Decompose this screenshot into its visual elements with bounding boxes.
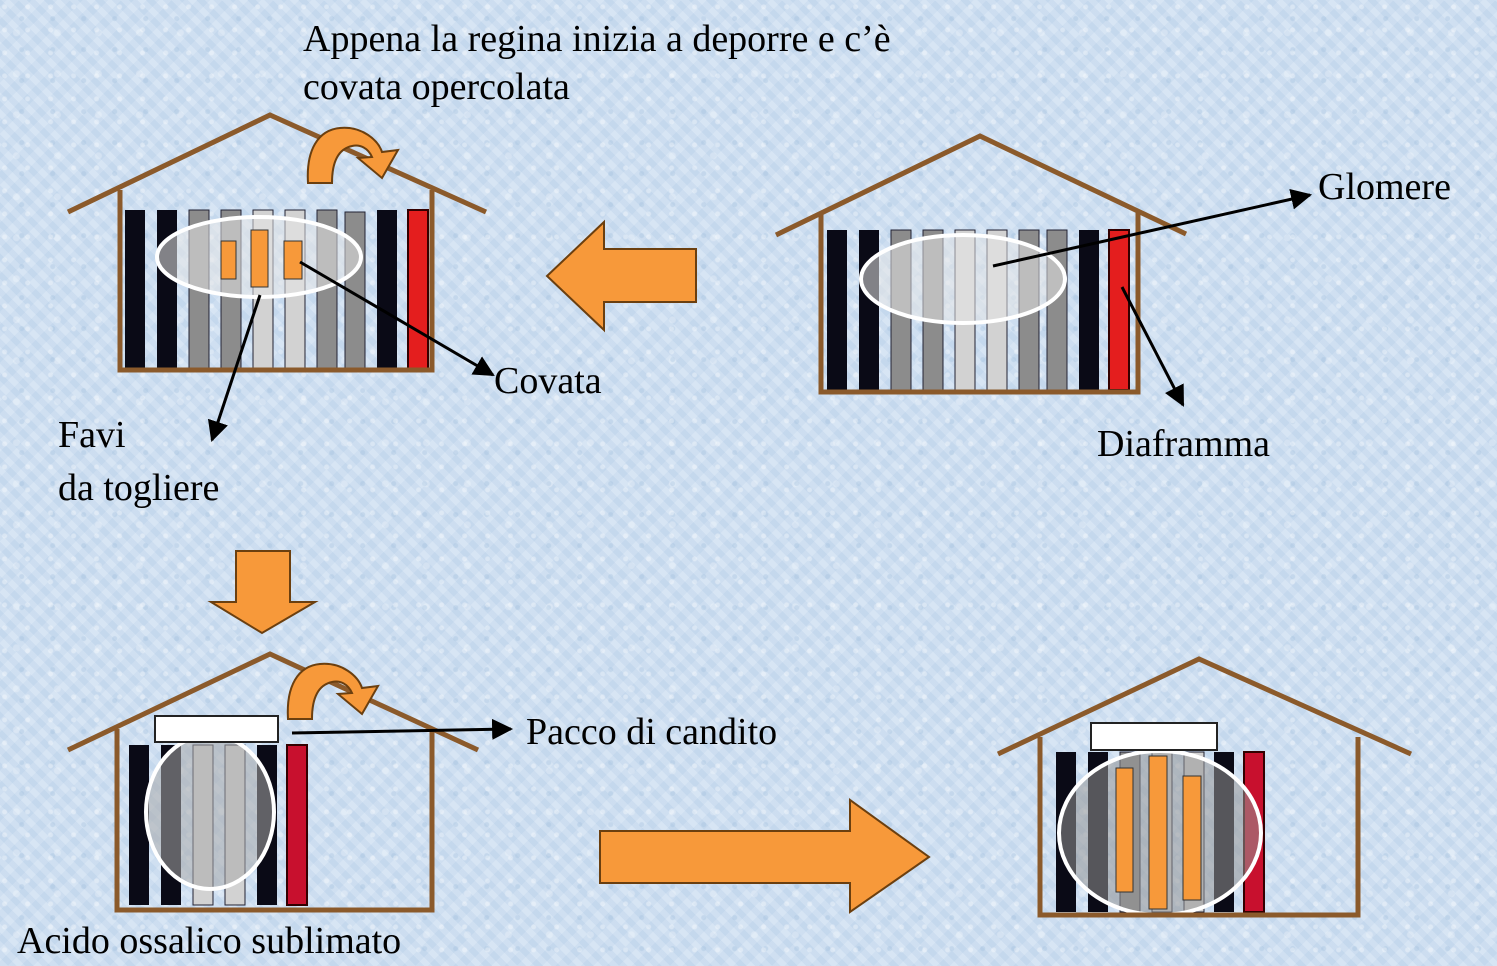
brood-frame [283,240,303,280]
brood-frame [250,229,269,288]
label-acido: Acido ossalico sublimato [17,920,402,962]
pointer-diaframma [1120,286,1185,407]
pointer-favi [207,294,262,442]
hive-body [114,729,435,913]
hive-treatment [66,651,480,913]
label-diaframma: Diaframma [1097,423,1271,465]
brood-frame [1182,775,1202,901]
brood-frame [1148,755,1168,910]
hive-brood [66,112,488,373]
cluster-ellipse [859,233,1067,325]
cluster-ellipse [144,733,276,891]
brood-frame [220,240,237,280]
pointer-glomere [992,188,1313,268]
flow-arrow-left [545,219,697,333]
label-favi-line2: da togliere [58,467,220,509]
hive-body [818,212,1141,395]
flow-arrow-down [207,550,319,635]
rotate-arrow [306,126,400,184]
pointer-covata [299,260,495,377]
top-note-line2: covata opercolata [303,66,570,108]
hive-roof [66,651,480,753]
label-pacco: Pacco di candito [526,711,778,753]
hive-body [117,190,435,373]
hive-winter [774,133,1188,395]
hive-result [996,656,1413,918]
pointer-pacco [291,718,514,740]
hive-roof [66,112,488,215]
hive-roof [774,133,1188,238]
hive-roof [996,656,1413,757]
label-glomere: Glomere [1318,166,1451,208]
rotate-arrow [286,662,380,720]
flow-arrow-right [599,798,931,914]
label-covata: Covata [494,360,602,402]
brood-frame [1115,767,1134,893]
label-favi-line1: Favi [58,414,126,456]
candy-pack [154,715,279,743]
candy-pack [1090,722,1218,751]
hive-body [1037,737,1361,918]
top-note-line1: Appena la regina inizia a deporre e c’è [303,18,891,60]
